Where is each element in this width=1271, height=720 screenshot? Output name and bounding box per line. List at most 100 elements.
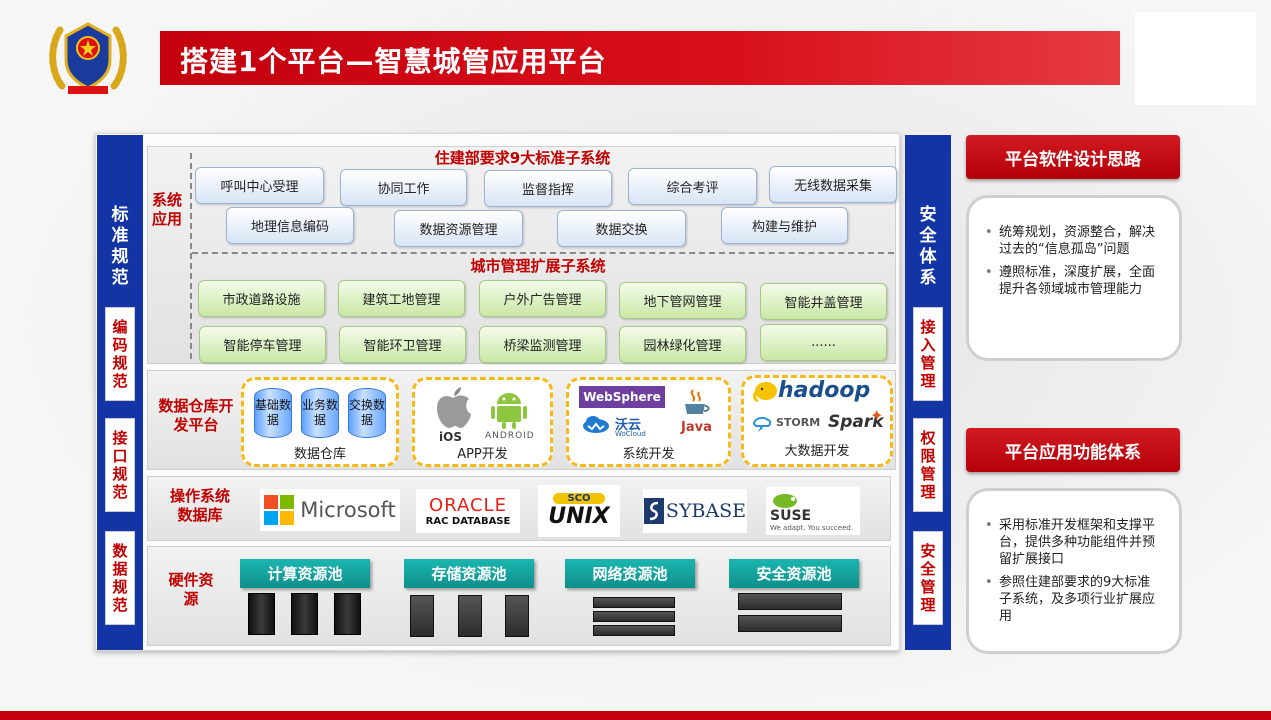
compute-server-icon — [334, 593, 361, 635]
storage-rack-icon — [458, 595, 482, 637]
design-approach-card: 统筹规划，资源整合，解决过去的“信息孤岛”问题 遵照标准，深度扩展，全面提升各领… — [966, 195, 1182, 361]
websphere-logo: WebSphere — [579, 386, 665, 408]
ext-subsystem: 户外广告管理 — [479, 280, 606, 317]
design-approach-header: 平台软件设计思路 — [966, 135, 1180, 179]
network-switch-icon — [593, 597, 675, 608]
ext-subsystem: 智能环卫管理 — [339, 326, 466, 363]
wocloud-sub-text: WoCloud — [615, 430, 646, 438]
ext-subsystem: 智能井盖管理 — [760, 283, 887, 320]
storm-icon — [752, 414, 772, 432]
java-cup-icon — [679, 388, 713, 420]
design-point: 遵照标准，深度扩展，全面提升各领域城市管理能力 — [983, 264, 1161, 298]
std-subsystem: 数据交换 — [557, 210, 686, 247]
bottom-bar — [0, 711, 1271, 720]
network-switch-icon — [593, 611, 675, 622]
big-data-caption: 大数据开发 — [784, 444, 850, 459]
app-vertical-divider — [190, 153, 192, 359]
data-warehouse-caption: 数据仓库 — [293, 447, 346, 462]
os-database-label: 操作系统数据库 — [169, 487, 230, 524]
hadoop-logo-text: hadoop — [778, 378, 871, 403]
exchange-data-cylinder: 交换数据 — [348, 388, 386, 438]
apple-icon — [433, 386, 473, 430]
oracle-logo: ORACLE RAC DATABASE — [416, 489, 520, 533]
std-subsystem: 地理信息编码 — [226, 207, 354, 244]
ios-logo-text: iOS — [439, 430, 462, 444]
wocloud-icon — [581, 414, 611, 434]
ext-subsystem-more: ...... — [760, 324, 887, 361]
security-appliance-icon — [738, 615, 842, 632]
storm-logo-text: STORM — [776, 416, 821, 429]
extended-subsystems-title: 城市管理扩展子系统 — [470, 257, 606, 275]
sybase-icon — [643, 498, 664, 524]
data-warehouse-group: 基础数据 业务数据 交换数据 数据仓库 — [241, 377, 399, 467]
security-appliance-icon — [738, 593, 842, 610]
std-subsystem: 无线数据采集 — [769, 166, 897, 203]
application-layer: 系统应用 住建部要求9大标准子系统 呼叫中心受理 协同工作 监督指挥 综合考评 … — [147, 146, 897, 364]
hadoop-elephant-icon — [752, 380, 778, 404]
ext-subsystem: 智能停车管理 — [199, 326, 326, 363]
app-dev-caption: APP开发 — [457, 447, 508, 462]
data-standard-box: 数据规范 — [105, 531, 135, 625]
microsoft-logo: Microsoft — [260, 489, 400, 531]
title-banner: 搭建1个平台—智慧城管应用平台 — [160, 31, 1120, 85]
storage-rack-icon — [505, 595, 529, 637]
ext-subsystem: 建筑工地管理 — [338, 280, 465, 317]
std-subsystem: 监督指挥 — [484, 170, 612, 207]
security-management-box: 安全管理 — [913, 531, 943, 625]
java-logo-text: Java — [681, 420, 712, 435]
sco-unix-logo: SCO UNIX — [538, 485, 620, 537]
page-title: 搭建1个平台—智慧城管应用平台 — [180, 45, 607, 78]
storage-rack-icon — [410, 595, 434, 637]
android-icon — [487, 386, 531, 430]
app-dev-group: iOS ANDROID APP开发 — [412, 377, 553, 467]
android-logo-text: ANDROID — [485, 431, 535, 441]
compute-server-icon — [248, 593, 275, 635]
blank-panel — [1135, 12, 1256, 105]
hardware-layer: 硬件资源 计算资源池 存储资源池 网络资源池 安全资源池 — [147, 546, 891, 646]
app-horizontal-divider — [192, 252, 894, 254]
city-management-emblem — [48, 16, 128, 98]
hardware-label: 硬件资源 — [168, 571, 214, 608]
ext-subsystem: 市政道路设施 — [198, 280, 325, 317]
std-subsystem: 构建与维护 — [721, 207, 848, 244]
system-dev-caption: 系统开发 — [622, 447, 675, 462]
ext-subsystem: 桥梁监测管理 — [479, 326, 606, 363]
security-title: 安全体系 — [919, 205, 937, 288]
data-platform-layer: 数据仓库开发平台 基础数据 业务数据 交换数据 数据仓库 iOS ANDROID… — [147, 370, 896, 470]
data-platform-label: 数据仓库开发平台 — [158, 397, 234, 434]
standards-column: 标准规范 编码规范 接口规范 数据规范 — [97, 135, 143, 650]
standards-title: 标准规范 — [111, 205, 129, 288]
big-data-group: hadoop STORM Spark ✦ 大数据开发 — [741, 375, 893, 467]
storage-pool-label: 存储资源池 — [404, 559, 534, 588]
sybase-logo: SYBASE — [643, 489, 747, 533]
suse-chameleon-icon — [773, 493, 797, 508]
design-point: 统筹规划，资源整合，解决过去的“信息孤岛”问题 — [983, 224, 1161, 258]
std-subsystem: 数据资源管理 — [394, 210, 523, 247]
security-column: 安全体系 接入管理 权限管理 安全管理 — [905, 135, 951, 650]
microsoft-windows-icon — [264, 495, 295, 525]
network-pool-label: 网络资源池 — [565, 559, 695, 588]
basic-data-cylinder: 基础数据 — [254, 388, 292, 438]
function-system-header: 平台应用功能体系 — [966, 428, 1180, 472]
compute-server-icon — [291, 593, 318, 635]
function-system-card: 采用标准开发框架和支撑平台，提供多种功能组件并预留扩展接口 参照住建部要求的9大… — [966, 488, 1182, 654]
spark-star-icon: ✦ — [870, 406, 884, 425]
std-subsystem: 呼叫中心受理 — [195, 167, 324, 204]
ext-subsystem: 地下管网管理 — [619, 282, 746, 319]
system-dev-group: WebSphere 沃云 WoCloud Java 系统开发 — [566, 377, 731, 467]
spark-logo-text: Spark — [828, 412, 884, 432]
function-point: 参照住建部要求的9大标准子系统，及多项行业扩展应用 — [983, 574, 1161, 625]
std-subsystem: 协同工作 — [340, 169, 467, 206]
network-switch-icon — [593, 625, 675, 636]
permission-management-box: 权限管理 — [913, 418, 943, 512]
interface-standard-box: 接口规范 — [105, 418, 135, 512]
suse-logo: SUSE We adapt. You succeed. — [766, 487, 860, 535]
wocloud-text: 沃云 — [615, 418, 642, 433]
compute-pool-label: 计算资源池 — [240, 559, 370, 588]
business-data-cylinder: 业务数据 — [301, 388, 339, 438]
standard-subsystems-title: 住建部要求9大标准子系统 — [434, 149, 611, 167]
std-subsystem: 综合考评 — [628, 168, 757, 205]
security-pool-label: 安全资源池 — [729, 559, 859, 588]
function-point: 采用标准开发框架和支撑平台，提供多种功能组件并预留扩展接口 — [983, 517, 1161, 568]
coding-standard-box: 编码规范 — [105, 307, 135, 401]
